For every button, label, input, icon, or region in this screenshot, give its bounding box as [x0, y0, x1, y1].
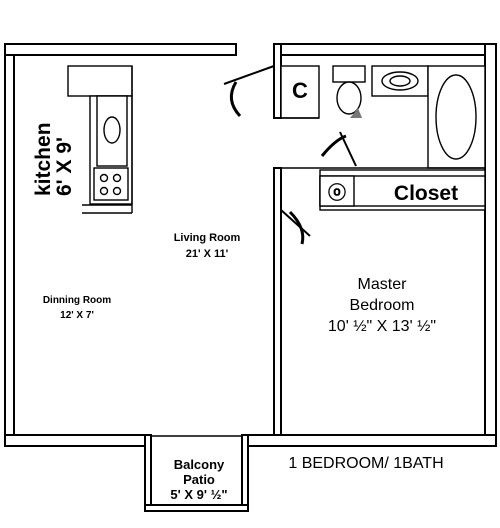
balcony-name-line1: Balcony	[174, 457, 225, 472]
kitchen-name: kitchen	[32, 122, 55, 196]
wall-bottom-left	[4, 434, 151, 447]
balcony-name-line2: Patio	[183, 472, 215, 487]
wall-top-right	[273, 43, 497, 56]
balcony-size: 5' X 9' ½"	[170, 487, 227, 502]
small-closet	[280, 65, 320, 119]
bedroom-name-line1: Master	[358, 276, 408, 293]
bedroom-name-line2: Bedroom	[350, 297, 415, 314]
burner-icon	[99, 186, 109, 196]
kitchen-sink-icon	[103, 116, 121, 144]
closet-area	[281, 167, 486, 211]
closet-label: Closet	[394, 182, 458, 205]
wall-top-left	[4, 43, 237, 56]
bath-sink-basin	[389, 75, 411, 87]
dining-room-name: Dinning Room	[43, 295, 111, 306]
balcony-area	[144, 434, 249, 512]
balcony-left-wall	[144, 434, 152, 512]
wall-bath-left	[273, 43, 282, 119]
closet-door-panel	[319, 175, 355, 207]
wall-left	[4, 43, 15, 447]
burner-icon	[99, 173, 109, 183]
burner-icon	[112, 186, 122, 196]
exterior-walls	[4, 43, 497, 447]
kitchen-counters	[67, 65, 133, 214]
balcony-right-wall	[241, 434, 249, 512]
bathroom	[280, 65, 486, 169]
toilet-icon	[336, 81, 362, 115]
dining-room-size: 12' X 7'	[60, 310, 94, 321]
wall-bottom-right	[244, 434, 497, 447]
closet-door-icon: ⓞ	[328, 182, 346, 203]
living-room-name: Living Room	[174, 232, 241, 244]
kitchen-stove	[93, 167, 129, 201]
entry-door	[223, 65, 275, 118]
bedroom-size: 10' ½" X 13' ½"	[328, 318, 436, 335]
kitchen-top-counter	[67, 65, 133, 97]
wall-bedroom-left	[273, 167, 282, 436]
unit-type-label: 1 BEDROOM/ 1BATH	[288, 455, 443, 472]
living-room-size: 21' X 11'	[186, 248, 229, 260]
burner-icon	[112, 173, 122, 183]
wall-right	[484, 43, 497, 447]
bath-door	[320, 131, 357, 167]
bathtub-basin	[435, 74, 477, 160]
bedroom-door	[280, 209, 311, 245]
toilet-tank	[332, 65, 366, 83]
small-closet-label: C	[292, 78, 308, 103]
balcony-bottom-wall	[144, 504, 249, 512]
kitchen-size: 6' X 9'	[53, 137, 76, 196]
